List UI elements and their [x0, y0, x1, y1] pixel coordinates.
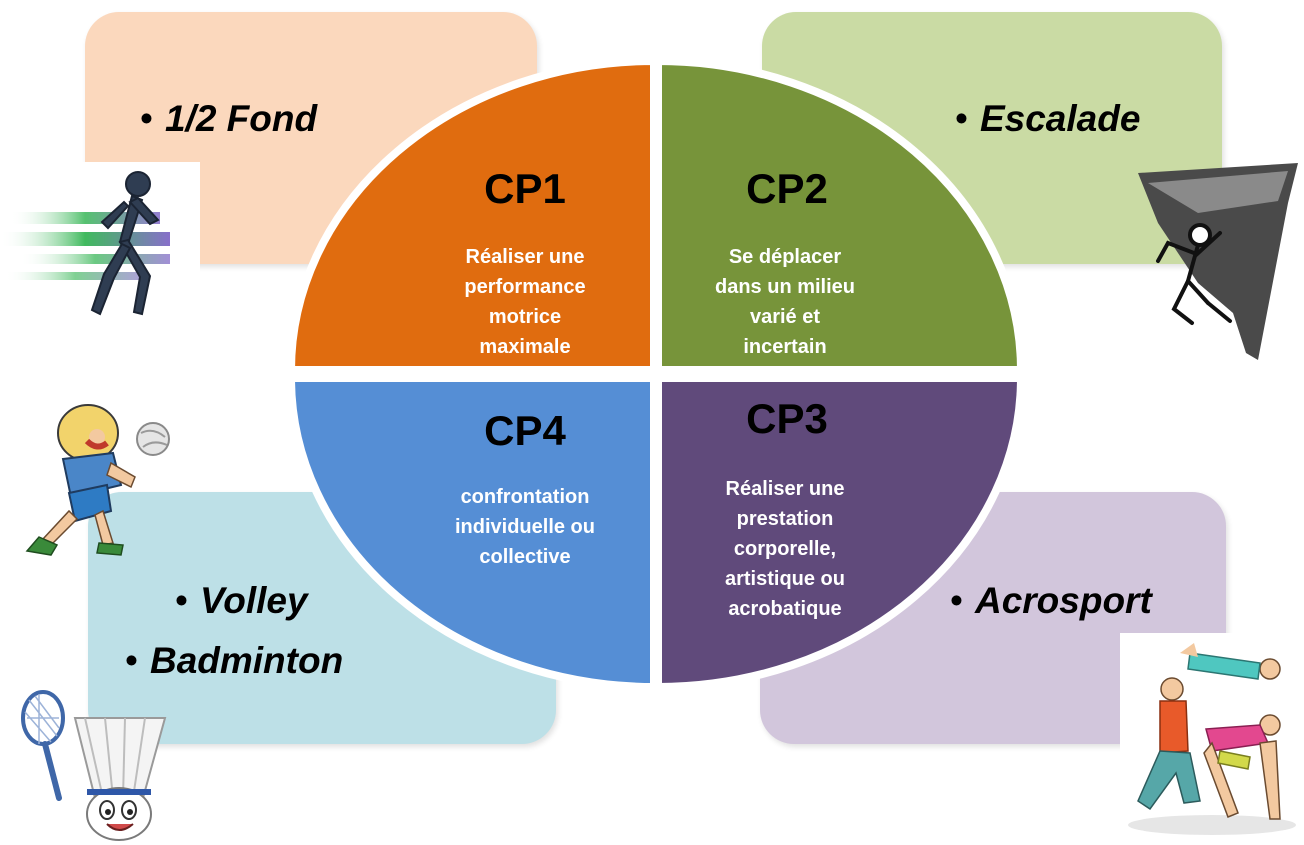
sector-title-cp3: CP3	[746, 395, 828, 442]
sector-desc-cp3-line: corporelle,	[734, 538, 836, 560]
activity-item-demi-fond: • 1/2 Fond	[140, 98, 317, 140]
activity-label: Acrosport	[974, 580, 1152, 621]
bullet-marker: •	[175, 580, 188, 621]
activity-label: 1/2 Fond	[164, 98, 318, 139]
sector-desc-cp1-line: Réaliser une	[466, 246, 585, 268]
bullet-marker: •	[140, 98, 153, 139]
sector-cp1	[286, 56, 658, 374]
sector-title-cp1: CP1	[484, 165, 566, 212]
climber-icon	[1138, 163, 1298, 360]
bullet-marker: •	[950, 580, 963, 621]
sector-desc-cp1-line: motrice	[489, 306, 561, 328]
sector-desc-cp4-line: collective	[479, 546, 570, 568]
sector-desc-cp2-line: varié et	[750, 306, 820, 328]
bullet-marker: •	[955, 98, 968, 139]
sector-desc-cp3-line: prestation	[737, 508, 834, 530]
sector-cp3	[654, 374, 1026, 692]
sector-desc-cp1-line: maximale	[479, 336, 570, 358]
sector-desc-cp1-line: performance	[464, 276, 585, 298]
sector-desc-cp2-line: dans un milieu	[715, 276, 855, 298]
sector-desc-cp3-line: Réaliser une	[726, 478, 845, 500]
activity-item-volley: • Volley	[175, 580, 308, 622]
sector-title-cp4: CP4	[484, 407, 566, 454]
sector-desc-cp2-line: Se déplacer	[729, 246, 842, 268]
bullet-marker: •	[125, 640, 138, 681]
activity-label: Badminton	[149, 640, 344, 681]
sector-desc-cp3-line: acrobatique	[728, 598, 841, 620]
activity-item-escalade: • Escalade	[955, 98, 1140, 140]
sector-desc-cp3-line: artistique ou	[725, 568, 845, 590]
sector-title-cp2: CP2	[746, 165, 828, 212]
sector-desc-cp4-line: individuelle ou	[455, 516, 595, 538]
activity-label: Escalade	[979, 98, 1141, 139]
sector-desc-cp4-line: confrontation	[461, 486, 590, 508]
shuttlecock-mascot-icon	[21, 690, 167, 841]
acrosport-pyramid-icon	[1120, 633, 1304, 836]
sector-desc-cp2-line: incertain	[743, 336, 826, 358]
activity-item-acrosport: • Acrosport	[950, 580, 1152, 622]
runner-icon	[0, 162, 200, 330]
activity-item-badminton: • Badminton	[125, 640, 343, 682]
sector-cp4	[286, 374, 658, 692]
activity-label: Volley	[199, 580, 308, 621]
volleyball-player-icon	[25, 404, 170, 556]
sector-cp2	[654, 56, 1026, 374]
